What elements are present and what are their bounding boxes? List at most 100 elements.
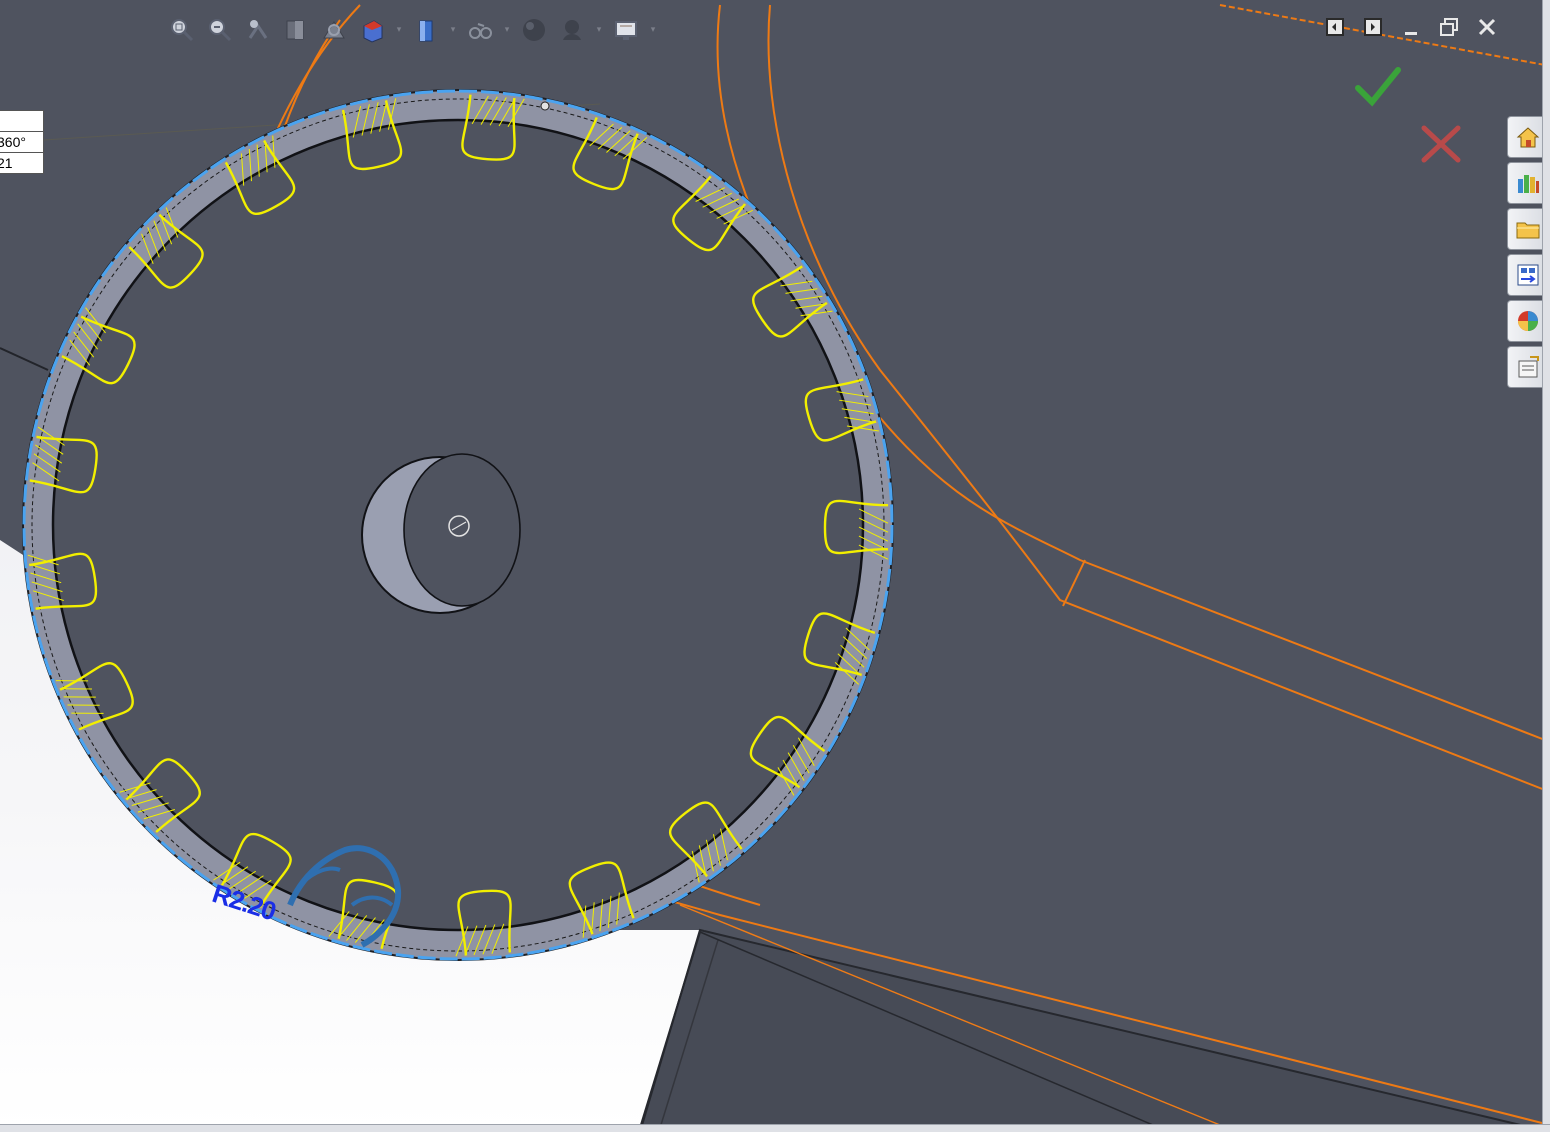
tooth-hatch-line xyxy=(795,303,828,309)
screen-capture-dropdown[interactable]: ▾ xyxy=(650,25,656,35)
tooth-hatch-line xyxy=(256,144,260,177)
tooth-hatch-line xyxy=(31,581,63,593)
tooth-hatch-line xyxy=(73,331,95,358)
tooth-hatch-line xyxy=(844,416,877,423)
instance-count-field[interactable]: 21 xyxy=(0,155,13,171)
tooth-hatch-line xyxy=(137,802,169,813)
seed-tooth-cut[interactable] xyxy=(287,845,402,948)
hide-show-items-icon[interactable] xyxy=(409,13,443,47)
tooth-preview-loop xyxy=(55,662,134,731)
tooth-preview-loop xyxy=(455,889,512,957)
window-frame-right xyxy=(1542,0,1550,1132)
sprocket-feature[interactable] xyxy=(22,89,894,961)
tooth-hatch-line xyxy=(800,310,833,317)
tooth-hatch-line xyxy=(228,870,256,890)
tooth-hatch-line xyxy=(589,123,614,147)
tooth-hatch-line xyxy=(597,127,623,150)
tooth-hatch-line xyxy=(712,834,721,866)
section-view-icon[interactable] xyxy=(279,13,313,47)
edit-appearance-icon[interactable] xyxy=(463,13,497,47)
tooth-hatch-line xyxy=(698,845,707,877)
tooth-hatch-line xyxy=(264,140,268,173)
zoom-to-fit-icon[interactable] xyxy=(165,13,199,47)
hide-show-dropdown[interactable]: ▾ xyxy=(450,25,456,35)
tooth-hatch-line xyxy=(352,106,362,138)
file-explorer-icon[interactable] xyxy=(1507,208,1547,250)
display-style-icon[interactable] xyxy=(355,13,389,47)
edit-appearance-dropdown[interactable]: ▾ xyxy=(504,25,510,35)
tooth-hatch-line xyxy=(370,102,379,134)
confirm-cancel-icon[interactable] xyxy=(1414,118,1468,170)
pattern-parameter-box[interactable]: 360° 21 xyxy=(0,110,44,174)
tooth-preview-loop xyxy=(461,94,525,161)
tooth-hatch-line xyxy=(489,97,507,126)
tooth-hatch-line xyxy=(858,535,889,551)
display-style-dropdown[interactable]: ▾ xyxy=(396,25,402,35)
confirm-ok-icon[interactable] xyxy=(1352,62,1406,112)
appearances-icon[interactable] xyxy=(1507,300,1547,342)
home-icon[interactable] xyxy=(1507,116,1547,158)
tooth-hatch-line xyxy=(792,744,810,774)
close-icon[interactable] xyxy=(1474,14,1500,40)
view-settings-dropdown[interactable]: ▾ xyxy=(596,25,602,35)
tooth-preview-loop xyxy=(823,499,889,560)
tooth-hatch-line xyxy=(244,879,272,899)
view-palette-icon[interactable] xyxy=(1507,254,1547,296)
tooth-preview-loop xyxy=(224,135,296,216)
tooth-hatch-line xyxy=(480,96,498,125)
tooth-hatch-line xyxy=(482,924,496,955)
tooth-hatch-line xyxy=(507,98,525,127)
tooth-hatch-line xyxy=(723,209,753,225)
tooth-preview-loop xyxy=(668,801,743,883)
tooth-hatch-line xyxy=(787,752,805,781)
tooth-hatch-line xyxy=(36,435,64,455)
tooth-hatch-line xyxy=(790,295,823,302)
tooth-hatch-line xyxy=(153,220,166,251)
tooth-hatch-line xyxy=(614,133,639,157)
tooth-hatch-line xyxy=(606,130,631,153)
window-frame-bottom xyxy=(0,1124,1550,1132)
apply-scene-icon[interactable] xyxy=(517,13,551,47)
tooth-preview-loop xyxy=(341,98,403,171)
tooth-hatch-line xyxy=(622,137,648,160)
tooth-hatch-line xyxy=(705,839,714,872)
tooth-preview-loop xyxy=(119,758,201,833)
previous-view-icon[interactable] xyxy=(241,13,275,47)
tooth-hatch-line xyxy=(858,508,889,524)
tooth-hatch-line xyxy=(691,850,700,883)
tooth-hatch-line xyxy=(119,782,151,793)
custom-properties-icon[interactable] xyxy=(1507,346,1547,388)
parameter-field-1[interactable] xyxy=(0,111,43,132)
tile-left-icon[interactable] xyxy=(1322,14,1348,40)
tooth-hatch-line xyxy=(841,408,874,415)
tooth-hatch-line xyxy=(30,572,62,584)
tooth-hatch-line xyxy=(32,590,64,601)
tooth-hatch-line xyxy=(834,661,859,685)
tooth-preview-loop xyxy=(572,116,648,191)
tooth-hatch-line xyxy=(845,627,870,651)
tooth-hatch-line xyxy=(361,104,370,136)
restore-icon[interactable] xyxy=(1436,14,1462,40)
minimize-icon[interactable] xyxy=(1398,14,1424,40)
tooth-hatch-line xyxy=(159,213,173,245)
tooth-hatch-line xyxy=(165,207,179,238)
tooth-preview-loop xyxy=(803,612,876,685)
tooth-hatch-line xyxy=(131,795,163,806)
screen-capture-icon[interactable] xyxy=(609,13,643,47)
zoom-to-area-icon[interactable] xyxy=(203,13,237,47)
tooth-preview-loop xyxy=(672,175,753,252)
tooth-hatch-line xyxy=(141,233,154,265)
view-orientation-icon[interactable] xyxy=(317,13,351,47)
angle-field[interactable]: 360° xyxy=(0,132,43,153)
tooth-hatch-line xyxy=(785,288,818,294)
tooth-hatch-line xyxy=(777,767,795,796)
tooth-preview-loop xyxy=(213,832,292,908)
design-library-icon[interactable] xyxy=(1507,162,1547,204)
tile-right-icon[interactable] xyxy=(1360,14,1386,40)
tooth-hatch-line xyxy=(780,280,813,287)
tooth-hatch-line xyxy=(27,554,59,566)
view-settings-icon[interactable] xyxy=(555,13,589,47)
tooth-hatch-line xyxy=(842,636,868,660)
